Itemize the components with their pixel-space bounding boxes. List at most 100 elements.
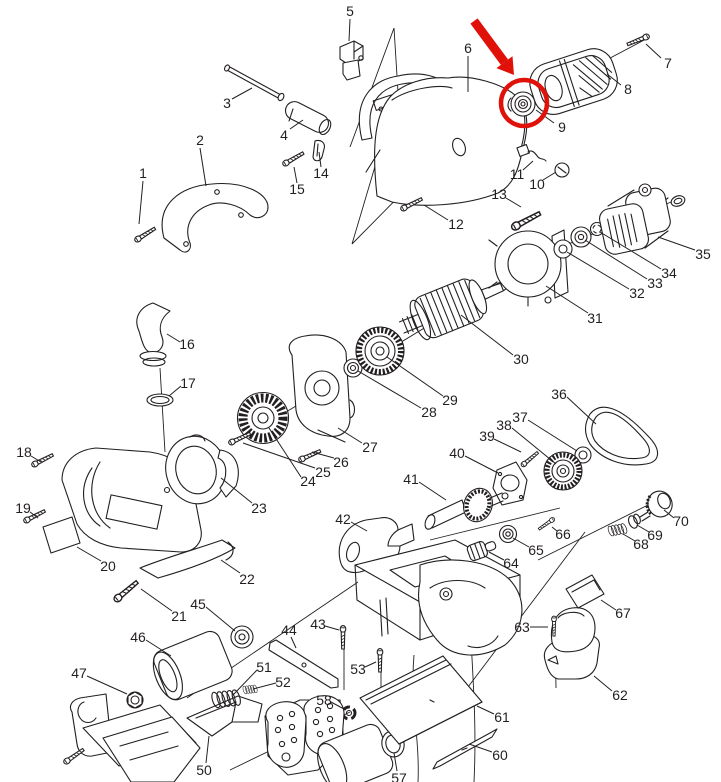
part-41-roller-shaft — [424, 487, 509, 530]
part-leader-32 — [566, 251, 630, 290]
part-label-21: 21 — [171, 608, 187, 624]
part-4-tube — [284, 101, 332, 136]
part-leader-24 — [268, 427, 302, 478]
part-leader-12 — [423, 204, 449, 221]
part-label-35: 35 — [695, 246, 711, 262]
part-label-1: 1 — [139, 165, 147, 181]
part-10-brush-cap — [554, 162, 570, 178]
part-leader-22 — [220, 559, 241, 574]
part-leader-7 — [645, 43, 662, 59]
part-45-bearing — [230, 625, 254, 649]
part-leader-21 — [140, 588, 173, 612]
part-label-69: 69 — [647, 527, 663, 543]
base-side-cover — [418, 559, 523, 656]
part-leader-29 — [386, 356, 444, 397]
part-label-50: 50 — [196, 762, 212, 778]
part-leader-14 — [318, 151, 322, 168]
part-label-16: 16 — [179, 336, 195, 352]
part-label-8: 8 — [624, 81, 632, 97]
part-leader-57 — [393, 752, 398, 772]
part-label-41: 41 — [403, 471, 419, 487]
part-label-53: 53 — [350, 661, 366, 677]
part-5-switch — [339, 40, 364, 81]
part-20-plate — [42, 516, 81, 554]
highlight-layer — [470, 18, 550, 129]
part-35-field — [599, 183, 686, 255]
part-leader-16 — [166, 333, 181, 343]
part-label-64: 64 — [503, 555, 519, 571]
part-label-45: 45 — [190, 596, 206, 612]
part-67-sticker — [565, 574, 605, 609]
part-leader-52 — [252, 682, 277, 690]
part-label-15: 15 — [289, 181, 305, 197]
part-42-cover — [338, 517, 415, 574]
part-label-46: 46 — [130, 629, 146, 645]
part-38-pulley-gear — [543, 451, 583, 491]
part-label-39: 39 — [479, 428, 495, 444]
part-18-screw — [30, 451, 55, 469]
part-68-spring — [606, 520, 629, 540]
part-label-60: 60 — [492, 747, 508, 763]
axis-tension-knob — [537, 504, 649, 561]
part-leader-1 — [138, 180, 144, 225]
part-32-washer — [553, 239, 573, 259]
part-17-sleeve-ring — [146, 393, 174, 407]
part-label-68: 68 — [633, 536, 649, 552]
part-leader-46 — [145, 639, 172, 657]
part-label-5: 5 — [346, 3, 354, 19]
part-15-screw — [281, 150, 306, 168]
part-label-32: 32 — [629, 285, 645, 301]
bottom-left-plates — [69, 693, 201, 782]
part-leader-70 — [663, 509, 675, 519]
axis-rear-roller — [429, 507, 561, 541]
part-leader-41 — [418, 481, 447, 501]
part-leader-13 — [505, 197, 522, 208]
part-label-66: 66 — [555, 526, 571, 542]
label-layer: 1234567891011121314151617181920212223242… — [15, 3, 711, 782]
part-leader-18 — [30, 455, 42, 463]
part-label-22: 22 — [239, 571, 255, 587]
part-leader-2 — [199, 147, 207, 187]
part-label-52: 52 — [275, 674, 291, 690]
part-leader-53 — [364, 661, 377, 668]
part-2-guard — [161, 182, 269, 253]
part-30-armature — [398, 278, 511, 341]
part-leader-43 — [324, 625, 340, 631]
highlight-circle — [498, 77, 550, 129]
part-3-rod — [223, 64, 285, 102]
part-label-12: 12 — [448, 216, 464, 232]
part-label-65: 65 — [528, 542, 544, 558]
part-9-bearing — [507, 91, 536, 117]
part-1-screw — [133, 225, 157, 244]
part-21-screw — [111, 578, 141, 605]
part-11-carbon-brush — [516, 143, 547, 162]
part-leader-45 — [205, 606, 236, 632]
part-label-18: 18 — [16, 444, 32, 460]
part-label-67: 67 — [615, 605, 631, 621]
part-70-knob — [639, 490, 673, 522]
part-leader-34 — [599, 231, 662, 270]
part-leader-39 — [493, 438, 522, 453]
part-64-adjust-gear — [466, 541, 497, 562]
part-24-fan — [236, 391, 290, 445]
part-60-strip — [432, 728, 498, 770]
part-leader-30 — [460, 314, 514, 356]
part-leader-65 — [512, 537, 530, 548]
part-leader-47 — [86, 675, 128, 695]
part-label-61: 61 — [494, 709, 510, 725]
part-label-57: 57 — [391, 770, 407, 782]
part-62-dust-outlet — [543, 607, 600, 680]
part-leader-20 — [76, 546, 102, 562]
part-leader-60 — [468, 743, 493, 753]
part-leader-64 — [488, 551, 505, 561]
highlight-arrow-head — [496, 56, 514, 75]
part-leader-26 — [311, 451, 335, 459]
part-label-25: 25 — [315, 464, 331, 480]
part-22-platen — [139, 539, 236, 579]
part-leader-11 — [522, 160, 534, 171]
part-leader-37 — [527, 419, 578, 452]
part-leader-68 — [622, 533, 636, 542]
part-leader-42 — [350, 521, 368, 532]
